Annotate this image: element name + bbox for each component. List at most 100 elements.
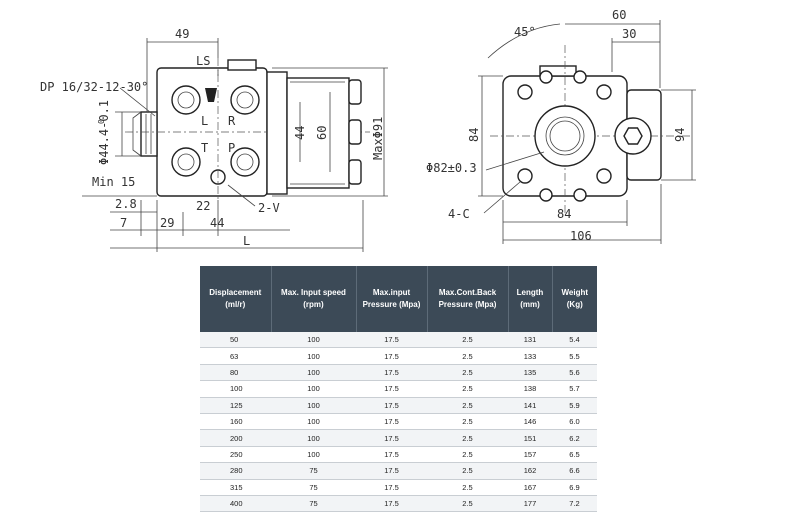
cell-input-pressure: 17.5: [356, 332, 427, 349]
cell-input-speed: 100: [271, 429, 356, 447]
side-view: [82, 38, 388, 252]
cell-input-pressure: 17.5: [356, 479, 427, 496]
cell-back-pressure: 2.5: [427, 479, 508, 496]
spec-table-header: Displacement (ml/r) Max. Input speed (rp…: [200, 266, 597, 332]
cell-length: 138: [508, 380, 552, 398]
front-view: [478, 20, 696, 244]
cell-weight: 6.0: [552, 413, 597, 431]
cell-weight: 5.5: [552, 347, 597, 365]
cell-back-pressure: 2.5: [427, 397, 508, 414]
cell-length: 177: [508, 495, 552, 513]
dim-spline-dia: Φ44.4-0.1: [97, 100, 111, 165]
cell-input-pressure: 17.5: [356, 462, 427, 480]
port-l-label: L: [201, 114, 208, 128]
cell-input-pressure: 17.5: [356, 446, 427, 464]
cell-input-pressure: 17.5: [356, 347, 427, 365]
cell-back-pressure: 2.5: [427, 413, 508, 431]
port-t-label: T: [201, 141, 208, 155]
cell-displacement: 400: [200, 495, 271, 513]
cell-weight: 6.9: [552, 479, 597, 496]
port-ls-label: LS: [196, 54, 210, 68]
dim-2-8: 2.8: [115, 197, 137, 211]
cell-back-pressure: 2.5: [427, 446, 508, 464]
col-back-pressure: Max.Cont.Back Pressure (Mpa): [427, 266, 509, 332]
cell-length: 141: [508, 397, 552, 414]
dim-pcd: Φ82±0.3: [426, 161, 477, 175]
cell-weight: 7.2: [552, 495, 597, 513]
cell-displacement: 315: [200, 479, 271, 496]
dim-spline-tol: 0: [97, 119, 106, 124]
dim-thread: 2-V: [258, 201, 280, 215]
cell-displacement: 125: [200, 397, 271, 414]
cell-length: 133: [508, 347, 552, 365]
cell-back-pressure: 2.5: [427, 364, 508, 382]
dim-60: 60: [612, 8, 626, 22]
cell-input-speed: 100: [271, 347, 356, 365]
cell-input-speed: 100: [271, 397, 356, 414]
cell-displacement: 250: [200, 446, 271, 464]
col-input-speed: Max. Input speed (rpm): [271, 266, 357, 332]
cell-displacement: 50: [200, 332, 271, 349]
cell-displacement: 100: [200, 380, 271, 398]
cell-displacement: 160: [200, 413, 271, 431]
cell-input-speed: 100: [271, 364, 356, 382]
dim-angle: 45°: [514, 25, 536, 39]
cell-input-pressure: 17.5: [356, 413, 427, 431]
dim-inner-60: 60: [315, 126, 329, 140]
dim-holes: 4-C: [448, 207, 470, 221]
cell-weight: 5.7: [552, 380, 597, 398]
cell-displacement: 80: [200, 364, 271, 382]
cell-length: 146: [508, 413, 552, 431]
port-spec-label: DP 16/32-12-30°: [40, 80, 148, 94]
port-p-label: P: [228, 141, 235, 155]
cell-back-pressure: 2.5: [427, 380, 508, 398]
technical-drawing: 49 LS DP 16/32-12-30° Φ44.4-0.1 0 Min 15…: [40, 8, 696, 252]
cell-weight: 5.4: [552, 332, 597, 349]
dim-7: 7: [120, 216, 127, 230]
cell-back-pressure: 2.5: [427, 462, 508, 480]
dim-106: 106: [570, 229, 592, 243]
cell-input-speed: 75: [271, 495, 356, 513]
cell-displacement: 63: [200, 347, 271, 365]
cell-weight: 6.6: [552, 462, 597, 480]
dim-94: 94: [673, 128, 687, 142]
cell-length: 135: [508, 364, 552, 382]
dim-84-horizontal: 84: [557, 207, 571, 221]
cell-input-pressure: 17.5: [356, 397, 427, 414]
col-length: Length (mm): [508, 266, 553, 332]
port-r-label: R: [228, 114, 236, 128]
cell-input-speed: 75: [271, 462, 356, 480]
cell-input-pressure: 17.5: [356, 364, 427, 382]
cell-displacement: 280: [200, 462, 271, 480]
cell-back-pressure: 2.5: [427, 429, 508, 447]
col-input-pressure: Max.input Pressure (Mpa): [356, 266, 428, 332]
cell-weight: 6.2: [552, 429, 597, 447]
cell-input-speed: 100: [271, 446, 356, 464]
cell-weight: 6.5: [552, 446, 597, 464]
dim-84-vertical: 84: [467, 128, 481, 142]
dim-22: 22: [196, 199, 210, 213]
cell-input-pressure: 17.5: [356, 380, 427, 398]
cell-length: 151: [508, 429, 552, 447]
dim-length: L: [243, 234, 250, 248]
cell-length: 167: [508, 479, 552, 496]
dim-min-15: Min 15: [92, 175, 135, 189]
cell-length: 162: [508, 462, 552, 480]
cell-back-pressure: 2.5: [427, 495, 508, 513]
cell-back-pressure: 2.5: [427, 332, 508, 349]
dim-max-dia: MaxΦ91: [371, 117, 385, 160]
cell-input-speed: 100: [271, 413, 356, 431]
cell-weight: 5.9: [552, 397, 597, 414]
dim-inner-44: 44: [293, 126, 307, 140]
dim-top-width: 49: [175, 27, 189, 41]
cell-input-speed: 100: [271, 332, 356, 349]
cell-length: 157: [508, 446, 552, 464]
